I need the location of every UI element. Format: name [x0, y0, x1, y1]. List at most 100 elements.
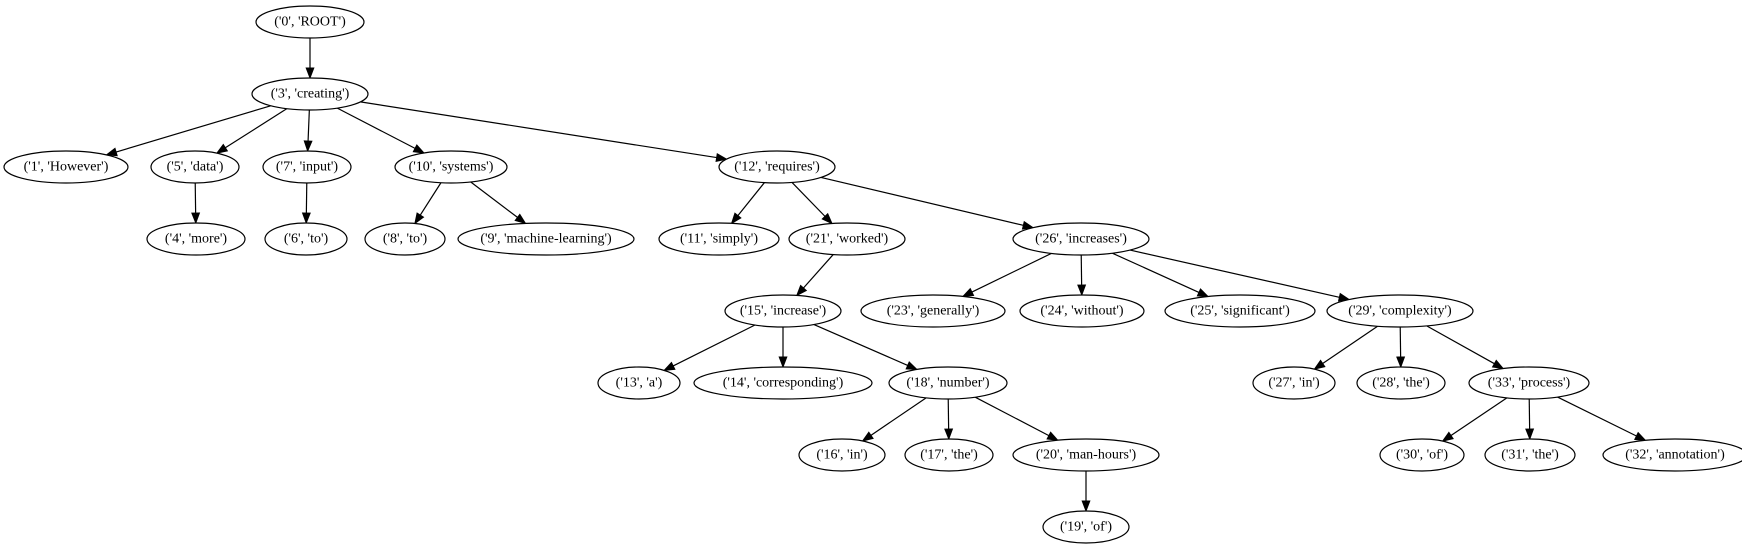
- node-ellipse: [1484, 438, 1576, 472]
- node-ellipse: [1042, 510, 1130, 544]
- node-label: ('5', 'data'): [167, 160, 224, 175]
- node-label: ('6', 'to'): [284, 232, 329, 247]
- node-9: ('9', 'machine-learning'): [457, 222, 635, 256]
- edge-29-to-33: [1426, 325, 1495, 365]
- node-ellipse: [1326, 294, 1474, 328]
- node-ellipse: [597, 366, 681, 400]
- edge-3-to-5: [224, 108, 288, 149]
- node-ellipse: [1379, 438, 1465, 472]
- edge-3-to-12: [360, 101, 717, 159]
- arrowhead-18-to-16: [861, 431, 874, 442]
- node-label: ('29', 'complexity'): [1348, 304, 1452, 319]
- node-31: ('31', 'the'): [1484, 438, 1576, 472]
- node-ellipse: [860, 294, 1006, 328]
- node-ellipse: [658, 222, 780, 256]
- node-ellipse: [888, 366, 1008, 400]
- node-28: ('28', 'the'): [1356, 366, 1446, 400]
- node-label: ('11', 'simply'): [680, 232, 758, 247]
- node-27: ('27', 'in'): [1252, 366, 1336, 400]
- node-ellipse: [1602, 438, 1742, 472]
- node-ellipse: [146, 222, 246, 256]
- edge-10-to-8: [419, 182, 442, 216]
- node-label: ('12', 'requires'): [734, 160, 820, 175]
- node-label: ('0', 'ROOT'): [274, 15, 346, 30]
- node-label: ('13', 'a'): [616, 376, 663, 391]
- node-19: ('19', 'of'): [1042, 510, 1130, 544]
- edge-18-to-16: [870, 397, 927, 436]
- arrowhead-33-to-31: [1525, 428, 1535, 441]
- arrowhead-26-to-23: [961, 287, 975, 298]
- node-ellipse: [364, 222, 446, 256]
- node-ellipse: [1356, 366, 1446, 400]
- node-ellipse: [1012, 438, 1160, 472]
- node-ellipse: [788, 222, 906, 256]
- node-32: ('32', 'annotation'): [1602, 438, 1742, 472]
- node-label: ('14', 'corresponding'): [723, 376, 844, 391]
- node-20: ('20', 'man-hours'): [1012, 438, 1160, 472]
- node-label: ('28', 'the'): [1372, 376, 1430, 391]
- node-label: ('16', 'in'): [816, 448, 868, 463]
- node-label: ('27', 'in'): [1268, 376, 1320, 391]
- arrowhead-20-to-19: [1081, 500, 1091, 513]
- node-label: ('24', 'without'): [1040, 304, 1124, 319]
- node-label: ('9', 'machine-learning'): [480, 232, 612, 247]
- node-label: ('32', 'annotation'): [1625, 448, 1725, 463]
- node-23: ('23', 'generally'): [860, 294, 1006, 328]
- edge-26-to-23: [971, 252, 1052, 293]
- node-11: ('11', 'simply'): [658, 222, 780, 256]
- node-label: ('25', 'significant'): [1190, 304, 1290, 319]
- node-label: ('26', 'increases'): [1035, 232, 1127, 247]
- node-30: ('30', 'of'): [1379, 438, 1465, 472]
- arrowhead-29-to-33: [1491, 359, 1505, 370]
- node-label: ('1', 'However'): [24, 160, 109, 175]
- edge-33-to-30: [1450, 397, 1508, 436]
- node-ellipse: [3, 150, 129, 184]
- node-label: ('20', 'man-hours'): [1036, 448, 1137, 463]
- arrowhead-18-to-17: [944, 428, 954, 441]
- node-ellipse: [718, 150, 836, 184]
- edge-33-to-32: [1557, 396, 1637, 437]
- edge-21-to-15: [803, 254, 834, 289]
- node-14: ('14', 'corresponding'): [693, 366, 873, 400]
- node-label: ('10', 'systems'): [409, 160, 494, 175]
- arrowhead-29-to-27: [1313, 359, 1326, 370]
- edge-15-to-18: [813, 323, 908, 366]
- arrowhead-0-to-3: [305, 67, 315, 80]
- arrowhead-3-to-5: [215, 143, 229, 154]
- node-ellipse: [1164, 294, 1316, 328]
- node-18: ('18', 'number'): [888, 366, 1008, 400]
- node-24: ('24', 'without'): [1019, 294, 1145, 328]
- arrowhead-3-to-12: [715, 153, 728, 162]
- arrowhead-3-to-7: [303, 140, 313, 153]
- node-ellipse: [394, 150, 508, 184]
- edge-10-to-9: [470, 181, 518, 218]
- node-ellipse: [1012, 222, 1150, 256]
- node-25: ('25', 'significant'): [1164, 294, 1316, 328]
- edge-29-to-27: [1322, 325, 1378, 365]
- arrowhead-15-to-18: [905, 361, 919, 370]
- edge-15-to-13: [672, 324, 756, 367]
- node-label: ('3', 'creating'): [271, 87, 350, 102]
- edge-12-to-11: [737, 182, 765, 216]
- edge-18-to-20: [974, 396, 1050, 437]
- node-label: ('17', 'the'): [920, 448, 978, 463]
- node-ellipse: [255, 5, 365, 39]
- arrowhead-15-to-14: [778, 356, 788, 369]
- edge-3-to-7: [307, 109, 310, 142]
- arrowhead-3-to-10: [412, 144, 426, 154]
- node-ellipse: [1468, 366, 1590, 400]
- arrowhead-7-to-6: [301, 212, 311, 225]
- node-15: ('15', 'increase'): [724, 294, 842, 328]
- edge-26-to-25: [1112, 252, 1200, 293]
- node-ellipse: [150, 150, 240, 184]
- arrowhead-5-to-4: [191, 212, 201, 225]
- node-10: ('10', 'systems'): [394, 150, 508, 184]
- node-7: ('7', 'input'): [262, 150, 352, 184]
- node-4: ('4', 'more'): [146, 222, 246, 256]
- nodes-layer: ('0', 'ROOT') ('3', 'creating') ('1', 'How…: [3, 5, 1742, 544]
- node-ellipse: [251, 77, 369, 111]
- arrowhead-18-to-20: [1046, 431, 1059, 441]
- node-6: ('6', 'to'): [264, 222, 348, 256]
- arrowhead-26-to-24: [1077, 284, 1087, 297]
